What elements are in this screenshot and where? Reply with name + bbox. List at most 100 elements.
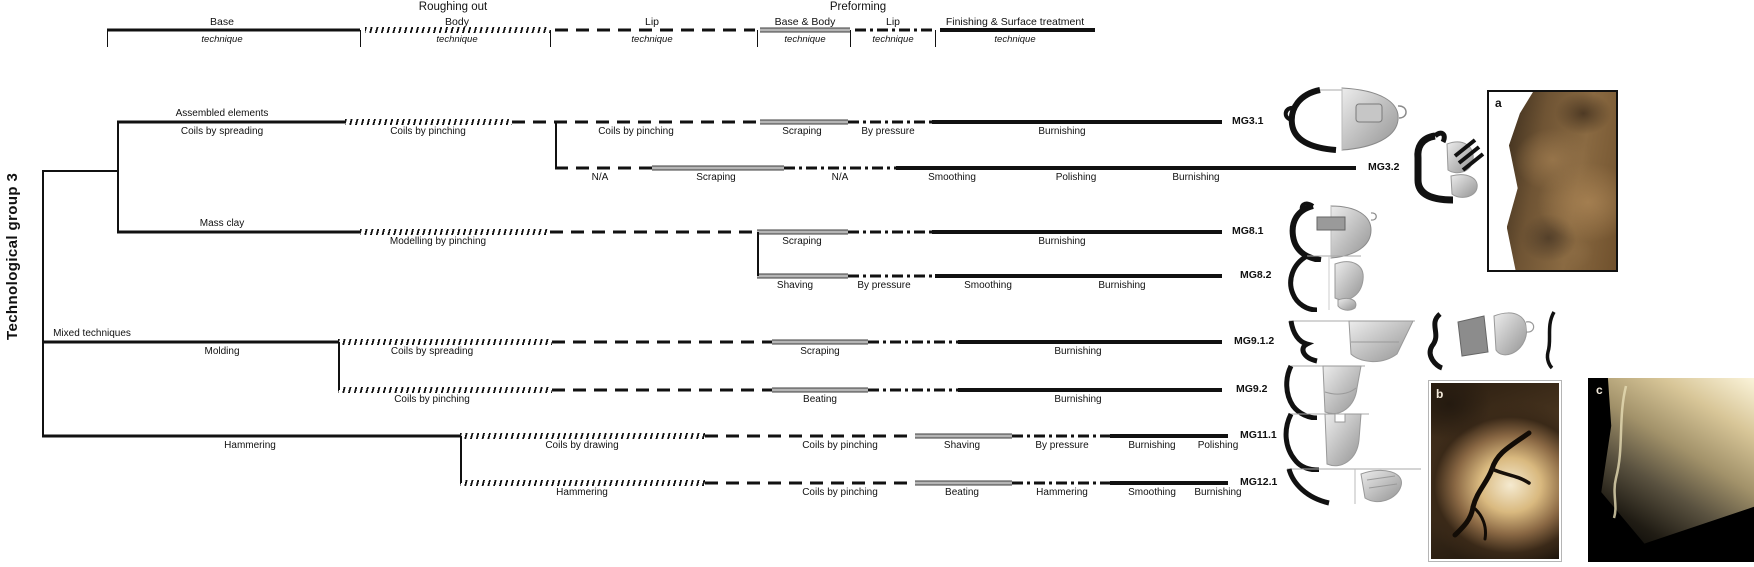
technique-line-dashdot (848, 120, 932, 124)
technique-label: Smoothing (1128, 487, 1176, 498)
header-tick (850, 30, 852, 47)
technique-line-hatched (460, 480, 705, 486)
technique-label: Shaving (776, 280, 814, 291)
technique-label: Coils by drawing (545, 440, 619, 451)
vessel-profile-mg8-1-icon (1289, 201, 1377, 262)
technique-label: Coils by spreading (390, 346, 474, 357)
technique-label: By pressure (1035, 440, 1089, 451)
technique-label: By pressure (857, 280, 911, 291)
branch-label: Mass clay (199, 218, 245, 229)
technique-label: N/A (831, 172, 849, 183)
header-tick (757, 30, 759, 47)
header-column-label: Lip (885, 16, 901, 28)
technique-line-dashed (705, 434, 915, 438)
technique-label: Burnishing (1172, 172, 1220, 183)
vessel-profile-mg11-1-icon (1283, 412, 1369, 472)
sherd-texture (1506, 92, 1616, 270)
technique-line-dashdot (1012, 481, 1110, 485)
vessel-profile-mg12-1-icon (1286, 468, 1421, 506)
header-column-line-dashed (555, 28, 755, 32)
branch-label: Mixed techniques (53, 328, 131, 339)
technique-line-thick (935, 274, 1222, 278)
group-tag: MG9.1.2 (1234, 335, 1275, 347)
technique-label: Burnishing (1194, 487, 1242, 498)
technique-line-thick (932, 230, 1222, 234)
technique-label: Coils by spreading (180, 126, 264, 137)
technique-line-double (772, 339, 868, 345)
technique-line-thick (1110, 481, 1228, 485)
technique-line-dashdot (868, 340, 958, 344)
technique-label: Scraping (696, 172, 736, 183)
technique-line-dashdot (848, 274, 935, 278)
technique-line-double (772, 387, 868, 393)
technique-label: Burnishing (1054, 394, 1102, 405)
header-column-line-double (760, 27, 850, 33)
technique-line-thick (932, 120, 1222, 124)
header-tick (550, 30, 552, 47)
technique-label: Burnishing (1098, 280, 1146, 291)
group-tag: MG11.1 (1240, 429, 1277, 441)
technique-label: Coils by pinching (394, 394, 470, 405)
header-technique-label: technique (201, 34, 243, 45)
header-technique-label: technique (994, 34, 1036, 45)
figure-label-c: c (1596, 383, 1603, 397)
group-tag: MG12.1 (1240, 476, 1278, 488)
technique-label: Coils by pinching (598, 126, 674, 137)
technique-label: Burnishing (1128, 440, 1176, 451)
header-column-label: Base (210, 16, 234, 28)
header-column-line-solid (107, 28, 360, 32)
technique-label: By pressure (861, 126, 915, 137)
group-tag: MG8.1 (1232, 225, 1264, 237)
technique-line-dashdot (868, 388, 958, 392)
header-column-line-dashdot (855, 28, 935, 32)
branch-label: Assembled elements (175, 108, 269, 119)
photo-sherd-b: b (1428, 380, 1562, 562)
technique-line-double (915, 433, 1012, 439)
technique-line-thick (958, 388, 1222, 392)
technique-line-thick (958, 340, 1222, 344)
technique-line-double (757, 229, 848, 235)
header-technique-label: technique (872, 34, 914, 45)
technique-line-dashdot (848, 230, 932, 234)
technique-line-dashed (555, 166, 652, 170)
technique-line-thick (896, 166, 1356, 170)
sherd-drawing-mg9-1-2-c-icon (1457, 312, 1535, 357)
header-technique-label: technique (436, 34, 478, 45)
technique-line-double (760, 119, 848, 125)
vessel-profile-mg9-2-icon (1284, 364, 1365, 420)
photo-sherd-c: c (1588, 378, 1754, 562)
header-technique-label: technique (631, 34, 673, 45)
technique-line-hatched (360, 229, 550, 235)
tree-connector-vertical (42, 170, 44, 436)
tree-connector-vertical (460, 436, 462, 483)
technique-line-hatched (338, 387, 552, 393)
technique-label: Coils by pinching (802, 487, 878, 498)
technique-line-dashed (552, 388, 772, 392)
header-column-label: Finishing & Surface treatment (945, 16, 1085, 28)
group-tag: MG8.2 (1240, 269, 1272, 281)
technique-label: Polishing (1197, 440, 1239, 451)
technique-label: Modelling by pinching (389, 236, 487, 247)
figure-label-a: a (1495, 96, 1502, 110)
technique-line-dashdot (1012, 434, 1110, 438)
vessel-profile-mg3-2-icon (1414, 130, 1485, 204)
technique-line-solid (42, 340, 338, 344)
header-column-label: Body (445, 16, 469, 28)
crack-overlay (1452, 430, 1532, 541)
technique-label: Polishing (1055, 172, 1097, 183)
vessel-profile-mg3-1-icon (1283, 87, 1407, 153)
technique-line-double (652, 165, 784, 171)
photo-sherd-a: a (1487, 90, 1618, 272)
technique-label: Coils by pinching (390, 126, 466, 137)
technique-label: Burnishing (1038, 236, 1086, 247)
technique-label: N/A (591, 172, 609, 183)
figure-label-b: b (1436, 387, 1444, 401)
group-tag: MG3.1 (1232, 115, 1264, 127)
vessel-profile-mg8-2-icon (1288, 253, 1364, 312)
technique-line-solid (117, 120, 345, 124)
tree-connector-vertical (555, 122, 557, 168)
header-phase-label: Roughing out (418, 1, 488, 13)
technique-line-dashed (552, 340, 772, 344)
technique-label: Hammering (1036, 487, 1088, 498)
technique-label: Beating (945, 487, 979, 498)
